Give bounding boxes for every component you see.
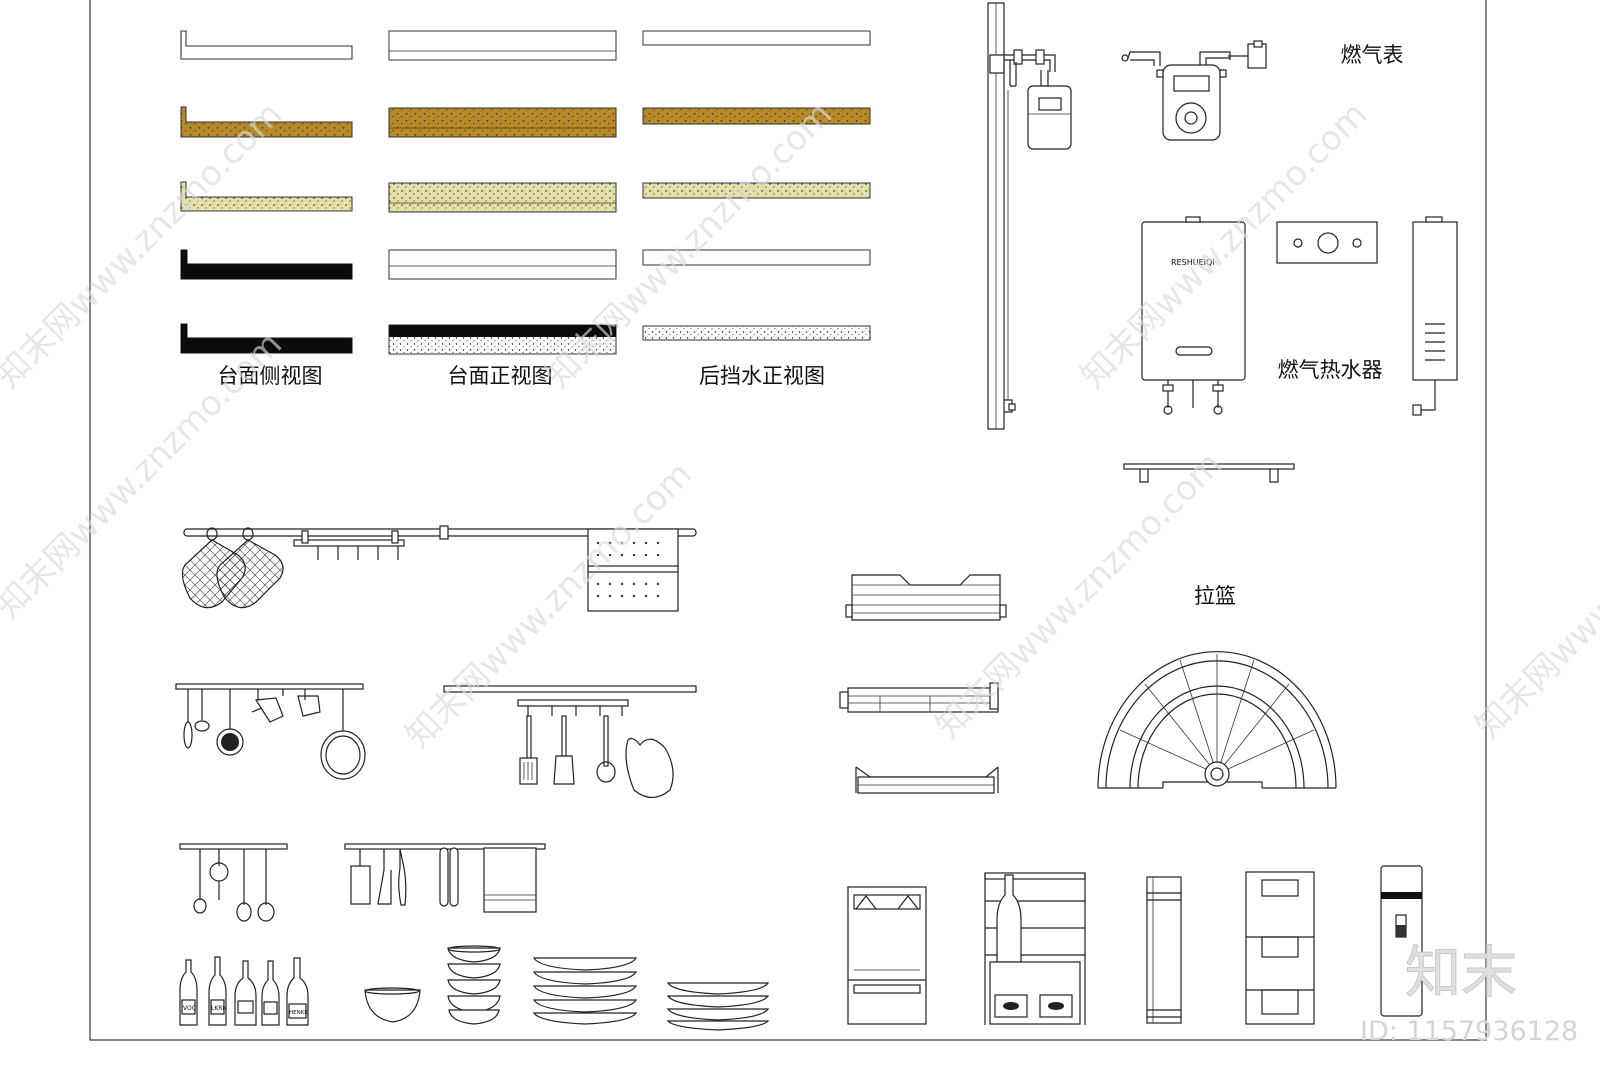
gas-meter-label: 燃气表: [1341, 43, 1404, 67]
gas-water-heater-front: RESHUEIQI: [1141, 216, 1246, 415]
rail-with-spatula-ladle-glove: [443, 685, 697, 799]
pull-basket-side-2: [855, 766, 999, 794]
bottle-label-2: LKRN: [211, 1005, 227, 1012]
kitchen-appliance-column: [1380, 865, 1423, 1017]
pull-basket-side-1: [839, 682, 999, 713]
bottles-group: VOC LKRN HENKE: [179, 956, 309, 1026]
rail-with-knives-and-towel: [344, 843, 546, 913]
water-heater-mounting-plate: [1276, 221, 1378, 264]
bottle-label-1: VOC: [183, 1005, 196, 1012]
tall-basket-1: [847, 886, 927, 1025]
pull-basket-label: 拉篮: [1194, 584, 1236, 608]
countertop-side-views: [180, 30, 353, 354]
watermark-text-2: 知末网www.znzmo.com: [538, 94, 840, 396]
countertop-front-views: [388, 30, 617, 355]
tall-basket-bottle-rack: [984, 872, 1086, 1025]
counter-front-view-label: 台面正视图: [448, 364, 553, 388]
gas-meter-front: [1121, 40, 1267, 141]
backsplash-front-views: [642, 30, 871, 341]
water-heater-label: 燃气热水器: [1278, 358, 1383, 382]
watermark-text-7: 知末网www.znzmo.com: [1468, 444, 1600, 746]
bowls-and-plates: [364, 945, 770, 1031]
sheet-frame: [89, 0, 1487, 1041]
bottle-label-3: HENKE: [289, 1010, 308, 1016]
gas-water-heater-side: [1412, 216, 1458, 416]
wall-shelf-bar: [1123, 463, 1295, 483]
gas-riser-pipe: [987, 2, 1072, 430]
rail-with-utensils-and-pan: [175, 683, 366, 780]
rail-with-pot-holders: [181, 525, 697, 612]
narrow-basket: [1146, 876, 1182, 1024]
pull-basket-dish-rack-top: [845, 574, 1007, 621]
watermark-logo: 知末: [1405, 941, 1517, 1006]
counter-side-view-label: 台面侧视图: [218, 364, 323, 388]
watermark-id: ID: 1157936128: [1360, 1016, 1578, 1047]
tall-basket-3: [1245, 871, 1315, 1025]
corner-pull-basket-half-round: [1097, 651, 1337, 789]
rail-with-ladles: [179, 843, 288, 922]
backsplash-front-view-label: 后挡水正视图: [699, 364, 825, 388]
heater-brand-text: RESHUEIQI: [1171, 258, 1215, 267]
